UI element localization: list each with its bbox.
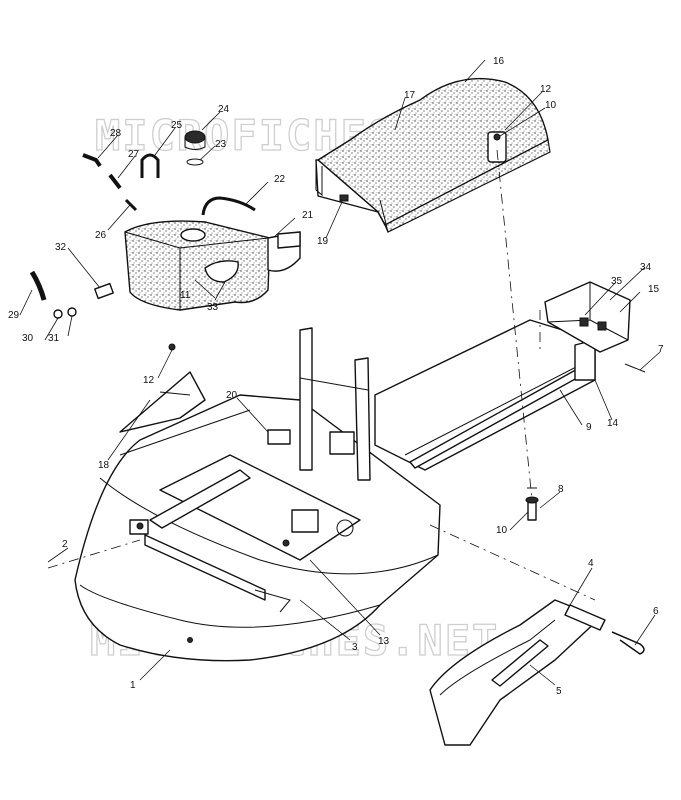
tank-bracket-21 [277,231,301,249]
callout-31: 31 [48,333,60,344]
primer-28 [82,153,102,168]
bracket-lower [291,509,319,533]
callout-13: 13 [378,636,390,647]
filter-30 [53,309,63,319]
callout-23: 23 [215,139,227,150]
callout-12-upper: 12 [540,84,552,95]
frame-rail-left [149,469,251,529]
callout-28: 28 [110,128,122,139]
mount-bracket-20 [267,429,291,445]
fuel-gauge-33 [204,260,239,283]
callout-6: 6 [653,606,659,617]
pin-7 [624,363,646,373]
callout-9: 9 [586,422,592,433]
vent-clip-25 [140,153,160,178]
fitting-26 [124,198,138,212]
callout-5: 5 [556,686,562,697]
callout-17: 17 [404,90,416,101]
callout-3: 3 [352,642,358,653]
callout-2: 2 [62,539,68,550]
fuel-valve-32 [94,282,114,300]
callout-10-lower: 10 [496,525,508,536]
seat-hinge-19 [339,194,349,202]
wear-strip-5 [491,639,549,687]
callout-10-upper: 10 [545,100,557,111]
steering-brace [354,357,371,481]
seat-base-pan [315,159,386,226]
callout-19: 19 [317,236,329,247]
callout-15: 15 [648,284,660,295]
fuel-line-29 [29,270,47,301]
tunnel [374,319,596,471]
fuel-tank [124,220,271,311]
leader-lines [19,59,661,686]
vent-hose-22 [201,196,256,216]
callout-14: 14 [607,418,619,429]
callout-34: 34 [640,262,652,273]
floor-panel [159,454,361,561]
bolt-assembly [525,487,539,521]
seat-assembly [315,77,551,233]
callout-26: 26 [95,230,107,241]
callout-12-lower: 12 [143,375,155,386]
fastener-13 [282,539,290,547]
bracket-center [329,431,355,455]
filler-neck [180,228,206,242]
seat-latch-bracket [487,131,507,163]
drive-guard-assembly [429,599,645,746]
frame-rail-front [144,534,266,601]
callout-27: 27 [128,149,140,160]
mount-hole [336,519,354,537]
callout-labels: 1 2 3 4 5 6 7 8 9 10 10 11 12 12 13 14 1… [8,56,664,697]
callout-35: 35 [611,276,623,287]
callout-25: 25 [171,120,183,131]
vent-tube-27 [108,173,122,190]
callout-32: 32 [55,242,67,253]
callout-22: 22 [274,174,286,185]
callout-8: 8 [558,484,564,495]
callout-18: 18 [98,460,110,471]
fastener-12 [168,343,176,351]
callout-21: 21 [302,210,314,221]
callout-16: 16 [493,56,505,67]
callout-11: 11 [180,290,191,301]
chassis-assembly [74,319,596,662]
deflector-18 [119,371,206,433]
pin-6 [611,631,645,655]
callout-33: 33 [207,302,219,313]
rear-bracket-assembly [544,281,646,373]
steering-post [299,327,313,471]
cap-gasket-23 [186,158,204,166]
fuel-tank-assembly [29,130,301,319]
callout-4: 4 [588,558,594,569]
callout-29: 29 [8,310,20,321]
callout-7: 7 [658,344,664,355]
guard-bracket [564,604,606,631]
callout-24: 24 [218,104,230,115]
seat-cushion [316,77,549,226]
fuel-cap-24 [184,130,206,144]
callout-1: 1 [130,680,136,691]
clamp-31 [67,307,77,317]
callout-30: 30 [22,333,34,344]
callout-20: 20 [226,390,238,401]
